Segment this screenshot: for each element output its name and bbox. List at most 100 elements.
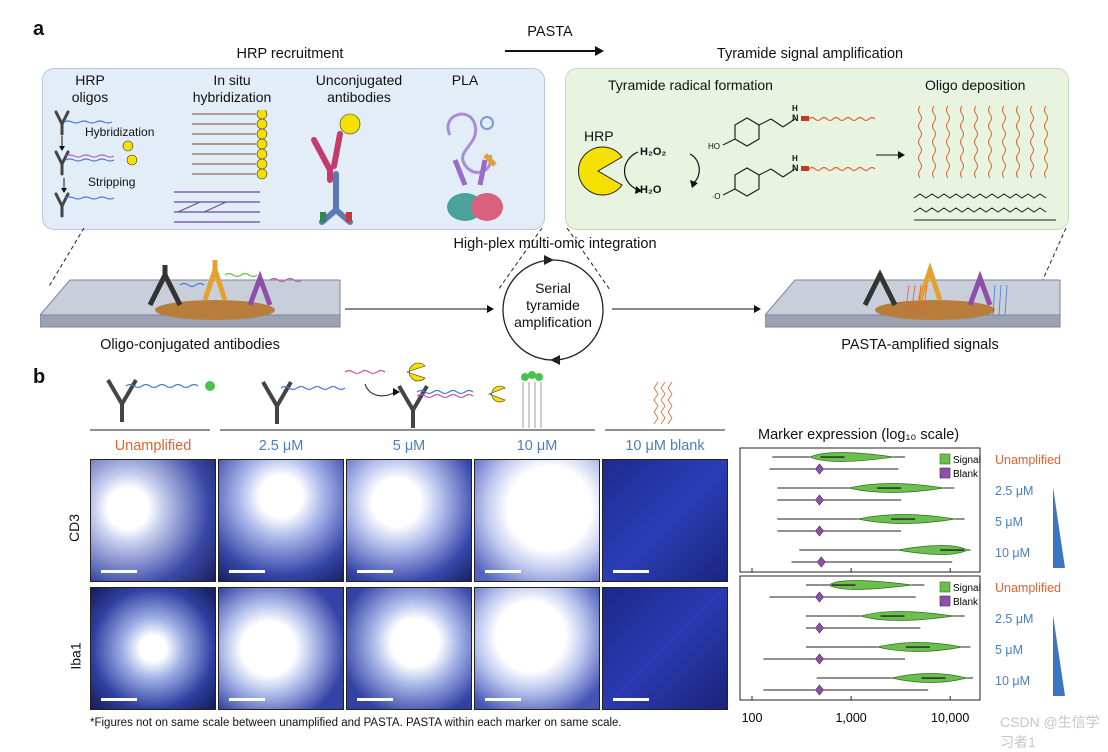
row-label: 10 μM [995,546,1030,560]
hybridization-label: Hybridization [85,125,155,139]
cond-label-4: 10 μM blank [625,438,705,454]
row-label: 5 μM [995,515,1023,529]
scale-bar [613,570,649,573]
arrow-left-to-circle [345,305,494,313]
oligo-deposition-title: Oligo deposition [925,77,1026,93]
x-tick-label: 100 [742,711,763,725]
in-situ-title: In situ hybridization [192,72,272,105]
unconjugated-antibodies-title: Unconjugated antibodies [315,72,403,105]
scale-bar [101,698,137,701]
cond-label-3: 10 μM [516,438,558,454]
legend-blank-label: Blank [953,597,979,608]
o-radical-label: ∙O [712,192,721,201]
arrow-to-deposition [876,151,905,159]
panel-a-label: a [33,18,45,40]
tile-iba1-10um [474,587,600,710]
row-label: Unamplified [995,581,1061,595]
row-label: 2.5 μM [995,612,1033,626]
tile-iba1-2.5um [218,587,344,710]
footnote: *Figures not on same scale between unamp… [90,717,622,729]
h-label-2: H [792,154,798,163]
scale-bar [485,570,521,573]
scale-bar [229,698,265,701]
serial-amplification-label: Serial tyramide amplification [514,280,592,330]
scale-bar [485,698,521,701]
row-label: 10 μM [995,674,1030,688]
blank-violin [815,494,824,506]
reaction-arc [623,151,642,194]
tyramide-radical-title: Tyramide radical formation [608,77,773,93]
hrp-oligos-title: HRP oligos [71,72,109,105]
legend-signal-swatch [939,581,951,593]
scale-bar [357,698,393,701]
tile-iba1-blank [602,587,728,710]
h-label-1: H [792,104,798,113]
h2o-label: H₂O [640,184,662,196]
scale-bar [613,698,649,701]
legend-blank-label: Blank [953,469,979,480]
right-slide-caption: PASTA-amplified signals [841,337,999,353]
cond-label-1: 2.5 μM [258,438,304,454]
legend-signal-label: Signal [953,455,981,466]
h2o2-label: H₂O₂ [640,146,667,158]
tyramide-amplification-box [565,68,1069,230]
legend-blank-swatch [939,467,951,479]
unamplified-schematic [106,378,215,422]
tyramide-structures [722,116,876,197]
watermark: CSDN @生信学习者1 [1000,714,1100,750]
legend-blank-swatch [939,595,951,607]
blank-violin [815,622,824,634]
n-label-2: N [792,163,799,173]
multi-omic-label: High-plex multi-omic integration [453,236,657,252]
hrp-label: HRP [584,128,614,144]
scale-bar [357,570,393,573]
signal-violin [859,611,954,621]
pla-title: PLA [451,72,479,88]
condition-divider-lines [90,429,725,431]
blank-violin [815,591,824,603]
cond-label-2: 5 μM [392,438,426,454]
panel-b-label: b [33,366,46,388]
tile-iba1-unamplified [90,587,216,710]
pla-illustration [446,112,503,221]
scale-bar [101,570,137,573]
oligo-deposition-illustration [913,105,1056,221]
hrp-recruitment-header: HRP recruitment [236,46,344,62]
row-label: 2.5 μM [995,484,1033,498]
arrow-to-radical [689,153,700,188]
pasta-arrow [505,46,604,56]
x-tick-label: 10,000 [931,711,969,725]
hrp-pacman-icon [578,146,623,196]
signal-violin [897,545,969,555]
marker-label-cd3: CD3 [66,513,83,543]
serial-cycle-circle [502,255,604,365]
blank-violin [815,684,824,696]
dashed-connectors [47,228,1067,291]
row-label: 5 μM [995,643,1023,657]
legend-signal-swatch [939,453,951,465]
left-slide-caption: Oligo-conjugated antibodies [100,337,280,353]
tile-cd3-blank [602,459,728,582]
unconjugated-illustration [311,113,361,225]
amplified-schematic [261,362,543,428]
tile-cd3-unamplified [90,459,216,582]
chart-title: Marker expression (log₁₀ scale) [758,427,960,443]
signal-violin [809,452,894,462]
x-tick-label: 1,000 [835,711,866,725]
cond-label-0: Unamplified [114,438,192,454]
concentration-triangle [1053,487,1065,568]
arrow-circle-to-right [612,305,761,313]
legend-signal-label: Signal [953,583,981,594]
in-situ-illustration [174,110,268,223]
left-slide-illustration [40,260,341,328]
tile-cd3-5um [346,459,472,582]
tile-iba1-5um [346,587,472,710]
marker-label-iba1: Iba1 [67,642,84,670]
concentration-triangle [1053,615,1065,696]
tile-cd3-10um [474,459,600,582]
right-slide-illustration [765,262,1061,328]
ho-label: HO [708,142,720,151]
n-label-1: N [792,113,799,123]
blank-schematic [653,381,673,425]
